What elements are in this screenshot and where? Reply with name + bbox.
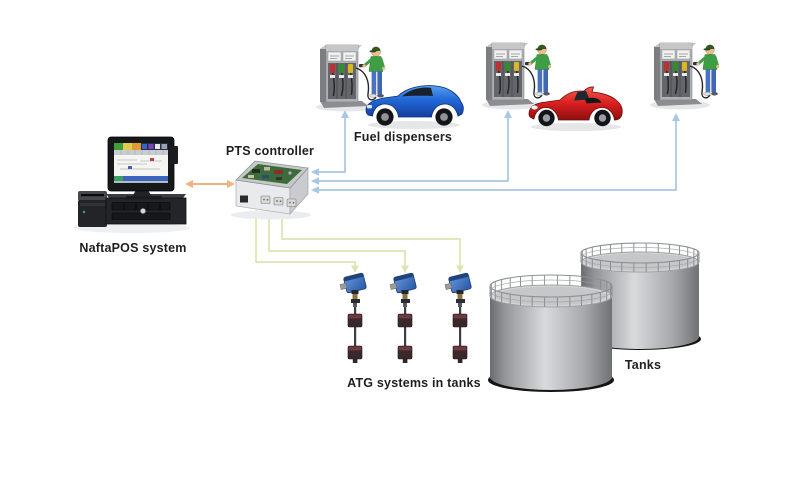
pcb-components xyxy=(248,167,292,180)
tanks-label: Tanks xyxy=(624,358,662,372)
fuel-dispensers-label: Fuel dispensers xyxy=(353,130,453,144)
tank-group xyxy=(488,242,701,392)
wheel-hub xyxy=(542,114,551,122)
dispenser-link-arrowheads xyxy=(311,110,680,194)
fuel-dispenser-3 xyxy=(648,41,721,111)
cash-drawer xyxy=(105,194,187,225)
tank-rail-mid xyxy=(580,247,700,268)
headlight xyxy=(530,105,539,110)
link-dispenser-1 xyxy=(318,117,346,173)
links-controller-dispensers xyxy=(318,117,677,191)
naftapos-system-group xyxy=(74,136,190,233)
tank-rail-top xyxy=(580,242,700,264)
tank-rail-mid xyxy=(489,279,613,303)
car-body xyxy=(528,86,623,121)
tank-top xyxy=(495,286,607,306)
paper-slot xyxy=(81,194,104,197)
pos-monitor xyxy=(107,136,178,200)
controller-shadow xyxy=(231,210,311,220)
car-body xyxy=(365,85,464,118)
ethernet-port xyxy=(240,195,248,203)
coin-slots xyxy=(111,212,171,220)
arrowhead-right xyxy=(227,180,235,188)
link-atg-2 xyxy=(268,216,406,266)
tank-body xyxy=(490,296,612,390)
tank-rail-top xyxy=(489,274,613,298)
blue-car xyxy=(365,85,464,129)
connectors xyxy=(185,110,680,273)
link-atg-1 xyxy=(255,216,356,266)
wheel-hub xyxy=(598,114,607,122)
atg-systems-label: ATG systems in tanks xyxy=(347,376,481,390)
atg-probe-2 xyxy=(388,272,418,364)
wheel-hub xyxy=(440,113,448,121)
bill-slots xyxy=(111,202,171,211)
tank-1 xyxy=(488,274,614,392)
links-controller-atg xyxy=(255,216,461,266)
red-car xyxy=(528,86,623,131)
drawer-lock xyxy=(140,208,146,214)
windshield xyxy=(574,91,590,101)
naftapos-label: NaftaPOS system xyxy=(79,241,187,255)
pos-software-screen xyxy=(114,143,168,183)
link-pos-controller xyxy=(185,180,235,188)
link-dispenser-3 xyxy=(318,120,677,191)
controller-connectors xyxy=(260,195,297,207)
monitor-stand xyxy=(132,190,152,197)
printer-led xyxy=(82,210,86,214)
card-reader xyxy=(170,146,178,164)
cockpit xyxy=(585,97,602,104)
headlight xyxy=(367,105,372,109)
monitor-foot xyxy=(126,196,162,200)
pts-controller-label: PTS controller xyxy=(225,144,315,158)
atg-probe-1 xyxy=(338,272,368,364)
atg-probe-3 xyxy=(443,272,473,364)
tank-top xyxy=(586,253,694,271)
link-atg-3 xyxy=(281,216,461,266)
link-dispenser-2 xyxy=(318,117,509,182)
pts-controller-device xyxy=(231,160,311,220)
receipt-printer xyxy=(78,191,107,227)
wheel-hub xyxy=(381,113,389,121)
arrowhead-left xyxy=(185,180,193,188)
car-windows xyxy=(402,87,433,97)
fuel-dispenser-2 xyxy=(480,41,553,111)
